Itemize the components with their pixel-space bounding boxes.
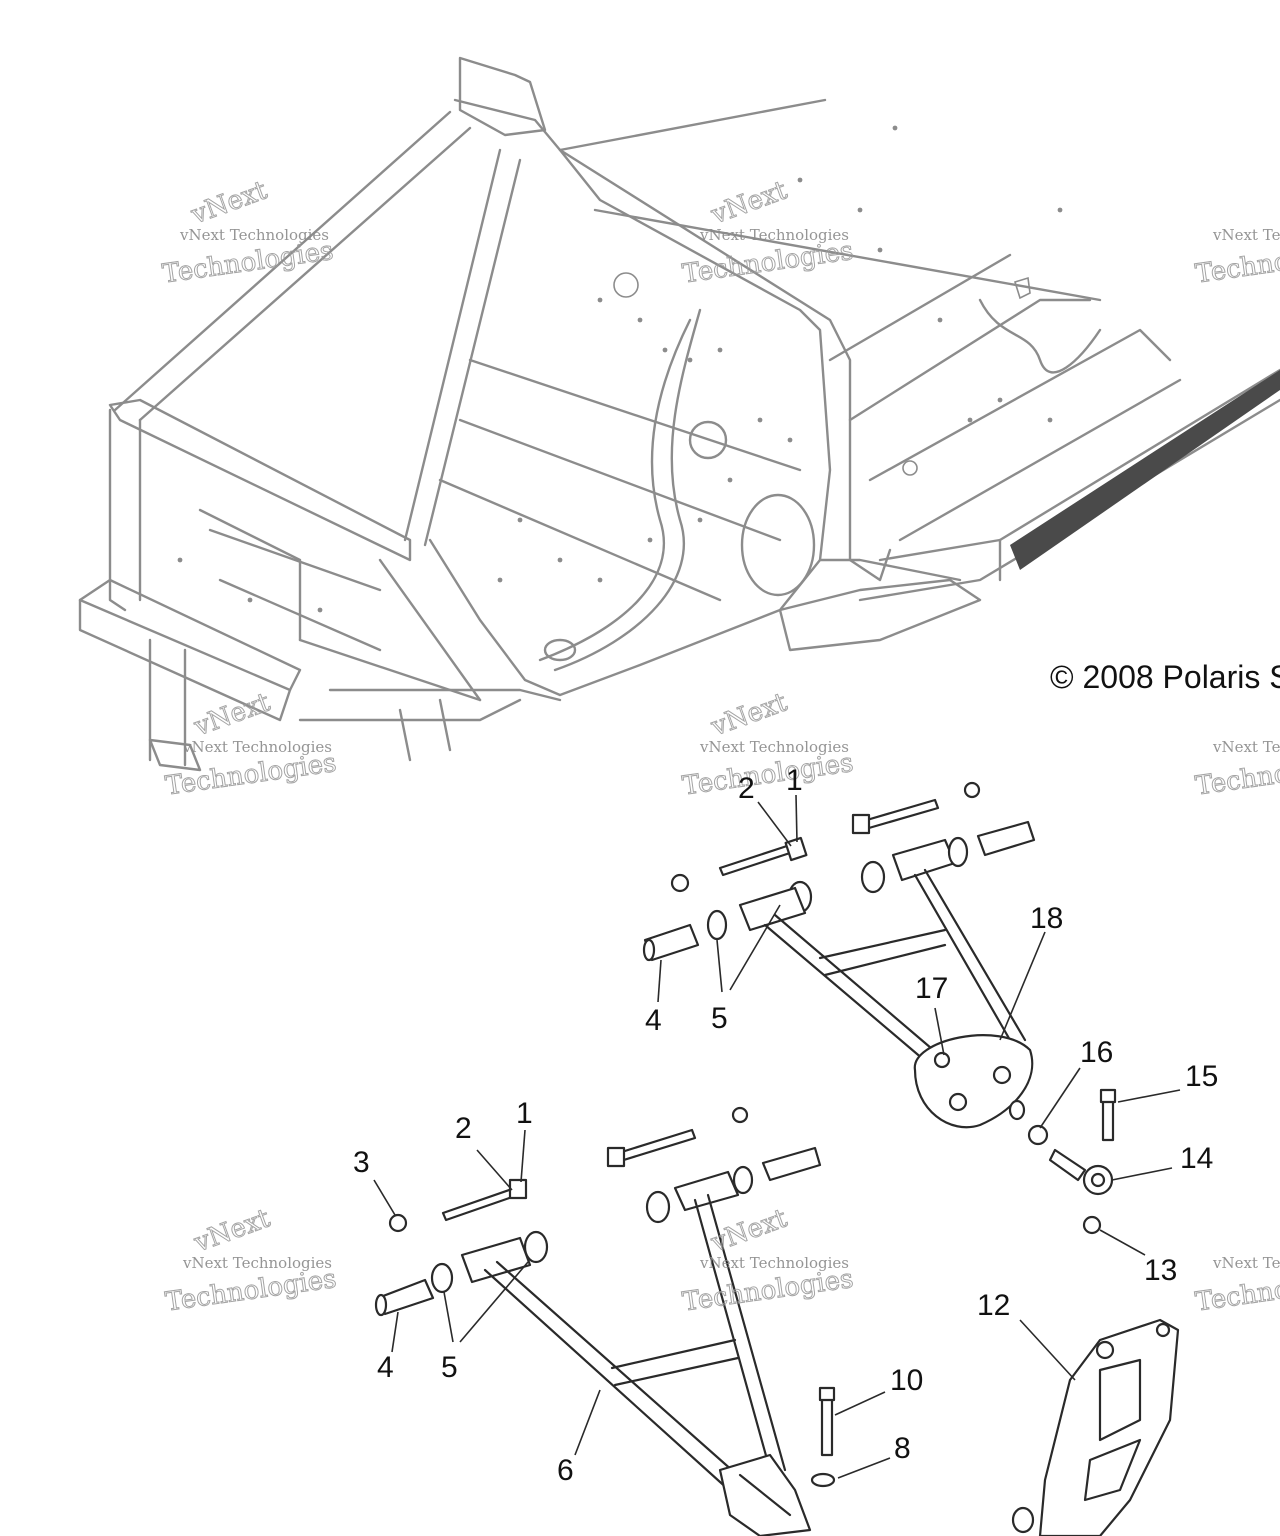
leader-lines (373, 794, 1181, 1479)
callout-label: 13 (1144, 1254, 1177, 1287)
watermark-text: vNext Technologies (699, 1254, 849, 1272)
watermark-text: vNext Technologies (1212, 1254, 1280, 1272)
watermark-outline: vNext (707, 175, 792, 230)
callout-label: 5 (711, 1002, 728, 1035)
callout-label: 10 (890, 1364, 923, 1397)
spindle (1011, 1318, 1180, 1536)
watermark-text: vNext Technologies (182, 1254, 332, 1272)
callout-label: 2 (738, 772, 755, 805)
watermark-outline: vNext (190, 1203, 275, 1258)
upper-a-arm-assembly (642, 781, 1117, 1235)
callout-label: 4 (645, 1004, 662, 1037)
watermark-outline: vNext (187, 175, 272, 230)
watermark-text: vNext Technologies (699, 738, 849, 756)
rivet-dots (177, 125, 1063, 613)
callout-label: 18 (1030, 902, 1063, 935)
watermark-text: vNext Technologies (1212, 738, 1280, 756)
callout-label: 1 (516, 1097, 533, 1130)
copyright-notice: © 2008 Polaris S (1050, 659, 1280, 695)
watermark-text: vNext Technologies (1212, 226, 1280, 244)
callout-label: 5 (441, 1351, 458, 1384)
watermark-outline: vNext (190, 687, 275, 742)
callout-label: 17 (915, 972, 948, 1005)
chassis-frame (78, 56, 1280, 772)
callout-label: 4 (377, 1351, 394, 1384)
callout-label: 2 (455, 1112, 472, 1145)
callout-label: 16 (1080, 1036, 1113, 1069)
watermark-text: vNext Technologies (179, 226, 329, 244)
watermark-outline: vNext (707, 1203, 792, 1258)
watermark-outline: vNext (707, 687, 792, 742)
callout-label: 3 (353, 1146, 370, 1179)
callout-label: 6 (557, 1454, 574, 1487)
callout-label: 14 (1180, 1142, 1213, 1175)
callout-labels: 1 2 4 5 18 17 16 15 14 13 12 1 2 3 4 5 6… (353, 764, 1218, 1487)
lower-a-arm-assembly (374, 1106, 836, 1536)
callout-label: 1 (786, 764, 803, 797)
callout-label: 8 (894, 1432, 911, 1465)
callout-label: 15 (1185, 1060, 1218, 1093)
watermark-text: vNext Technologies (182, 738, 332, 756)
callout-label: 12 (977, 1289, 1010, 1322)
watermark-text: vNext Technologies (699, 226, 849, 244)
